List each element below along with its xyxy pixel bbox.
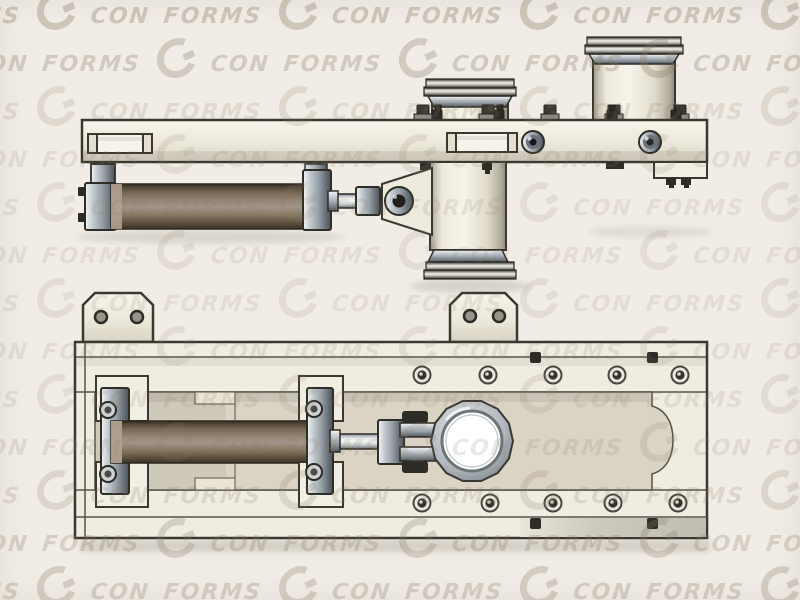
valve-ring-opening	[429, 400, 515, 482]
bolt-washer	[603, 493, 623, 513]
pocket-step	[194, 477, 236, 491]
mounting-tab-left	[81, 291, 155, 344]
coupling-collar	[426, 249, 510, 263]
cylinder-barrel	[110, 420, 312, 464]
coupling-collar	[587, 53, 681, 65]
coupling-rim	[425, 78, 515, 89]
hydraulic-cylinder-side	[78, 163, 433, 237]
rod-collar	[329, 429, 341, 453]
mounting-tab-center	[448, 291, 519, 344]
bolt-washer	[668, 493, 688, 513]
cylinder-barrel	[110, 183, 308, 230]
rod-end-block	[355, 186, 381, 216]
frame-bolts	[412, 352, 690, 529]
clamp-bracket	[90, 163, 116, 186]
bolt-washer	[607, 365, 627, 385]
pocket-step	[194, 391, 236, 405]
edge-clips	[530, 352, 658, 529]
beam-plug	[521, 130, 545, 154]
bolt-washer	[543, 365, 563, 385]
mounting-hole	[129, 309, 145, 325]
beam-plug	[638, 130, 662, 154]
clamp-bolt	[78, 213, 86, 222]
hydraulic-cylinder-plan	[95, 375, 439, 508]
shadows	[75, 226, 712, 293]
mounting-hole	[93, 309, 109, 325]
clevis-block	[377, 419, 405, 465]
shadow	[80, 540, 710, 552]
bolt-washer	[670, 365, 690, 385]
right-pipe-upper	[584, 36, 684, 123]
clevis-pin-cap	[402, 461, 428, 473]
beam-slot-left	[87, 133, 153, 154]
mounting-hole	[491, 308, 507, 324]
coupling-rim	[423, 269, 517, 280]
bolt-washer	[412, 493, 432, 513]
under-beam-fittings	[420, 161, 708, 188]
rod-collar	[327, 190, 339, 212]
bolt-washer	[543, 493, 563, 513]
bolt-washer	[478, 365, 498, 385]
clamp-nut	[305, 400, 323, 418]
center-pipe-lower	[423, 161, 517, 280]
bolt-washer	[412, 365, 432, 385]
clevis-pin-cap	[402, 411, 428, 423]
clamp-nut	[305, 463, 323, 481]
main-beam	[80, 118, 709, 164]
bolt-washer	[480, 493, 500, 513]
cylinder-clamp-right	[302, 169, 332, 231]
beam-slot-middle	[446, 132, 518, 153]
side-elevation-view	[75, 36, 712, 293]
clamp-nut	[99, 465, 117, 483]
beam-top-bolts	[413, 104, 690, 121]
cylinder-head-band	[111, 421, 122, 463]
clamp-bolt	[78, 187, 86, 196]
cylinder-head-band	[111, 184, 122, 229]
top-plan-view	[73, 291, 710, 552]
mounting-hole	[462, 308, 478, 324]
clamp-nut	[99, 401, 117, 419]
right-step-plate	[653, 161, 708, 179]
ring-bore	[440, 409, 504, 473]
coupling-rim	[586, 36, 682, 47]
